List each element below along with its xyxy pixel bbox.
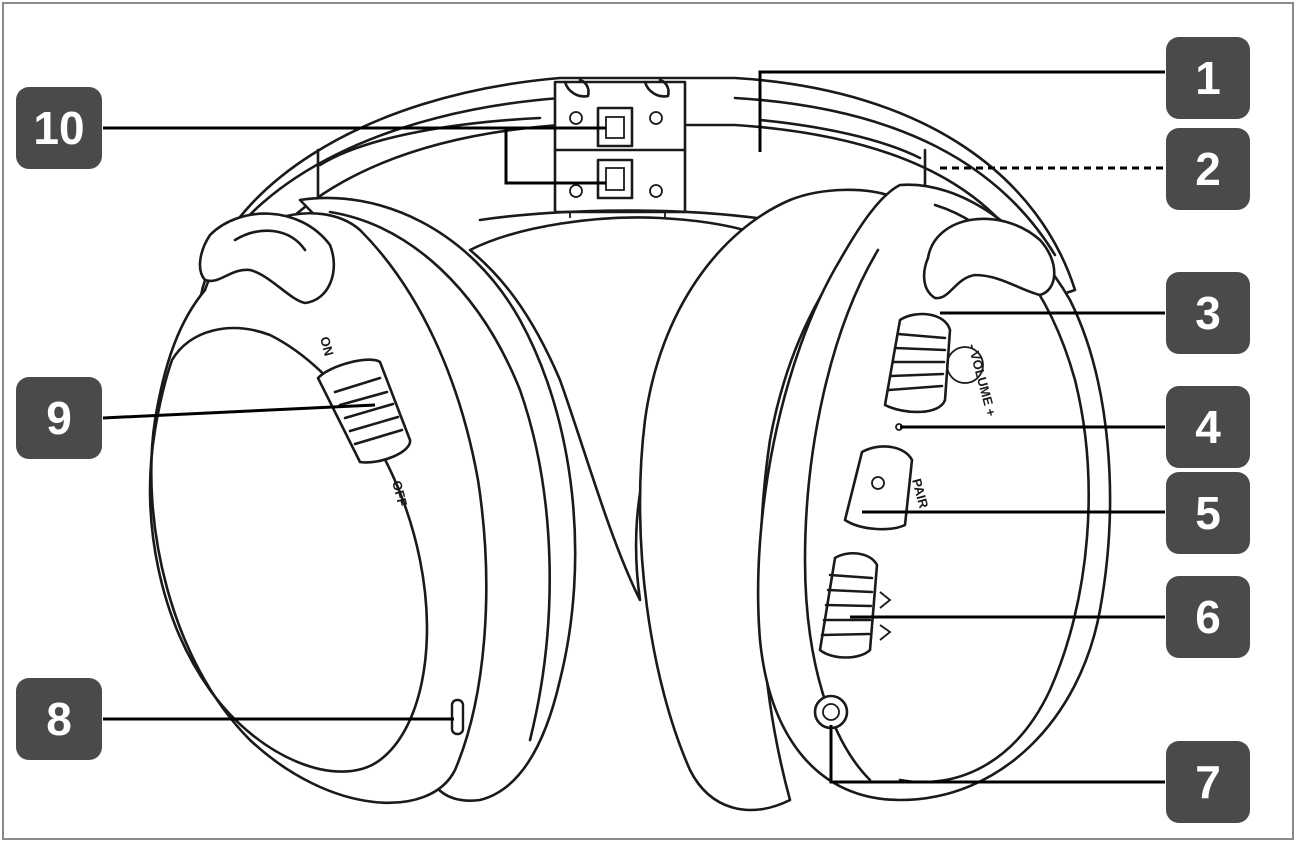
callout-3-badge: 3	[1166, 272, 1250, 354]
svg-text:10: 10	[33, 102, 84, 154]
left-earcup: ON OFF	[148, 196, 577, 805]
svg-text:3: 3	[1195, 287, 1221, 339]
svg-text:9: 9	[46, 392, 72, 444]
power-switch[interactable]	[316, 358, 412, 464]
audio-jack[interactable]	[813, 694, 849, 730]
leader-10	[103, 126, 606, 185]
channel-wheel[interactable]	[818, 551, 892, 659]
callout-6-badge: 6	[1166, 576, 1250, 658]
svg-text:8: 8	[46, 693, 72, 745]
svg-text:1: 1	[1195, 52, 1221, 104]
callout-2-badge: 2	[1166, 128, 1250, 210]
right-earcup: - VOLUME + PAIR	[638, 183, 1112, 812]
switch-off-label: OFF	[389, 479, 410, 508]
callout-5-badge: 5	[1166, 472, 1250, 554]
svg-text:7: 7	[1195, 756, 1221, 808]
leader-1	[758, 70, 1165, 152]
svg-text:4: 4	[1195, 401, 1221, 453]
leader-lines	[102, 70, 1165, 784]
callout-10-badge: 10	[16, 87, 102, 169]
volume-wheel[interactable]	[883, 312, 984, 414]
svg-text:5: 5	[1195, 487, 1221, 539]
switch-on-label: ON	[317, 335, 337, 358]
charge-port[interactable]	[450, 698, 465, 736]
pair-button[interactable]	[843, 445, 914, 531]
callout-1-badge: 1	[1166, 37, 1250, 119]
callout-9-badge: 9	[16, 377, 102, 459]
leader-7	[829, 725, 1165, 784]
svg-text:2: 2	[1195, 143, 1221, 195]
leader-9	[102, 403, 376, 420]
callout-8-badge: 8	[16, 678, 102, 760]
callout-4-badge: 4	[1166, 386, 1250, 468]
svg-text:6: 6	[1195, 591, 1221, 643]
hinge-block	[553, 78, 687, 218]
callout-7-badge: 7	[1166, 741, 1250, 823]
